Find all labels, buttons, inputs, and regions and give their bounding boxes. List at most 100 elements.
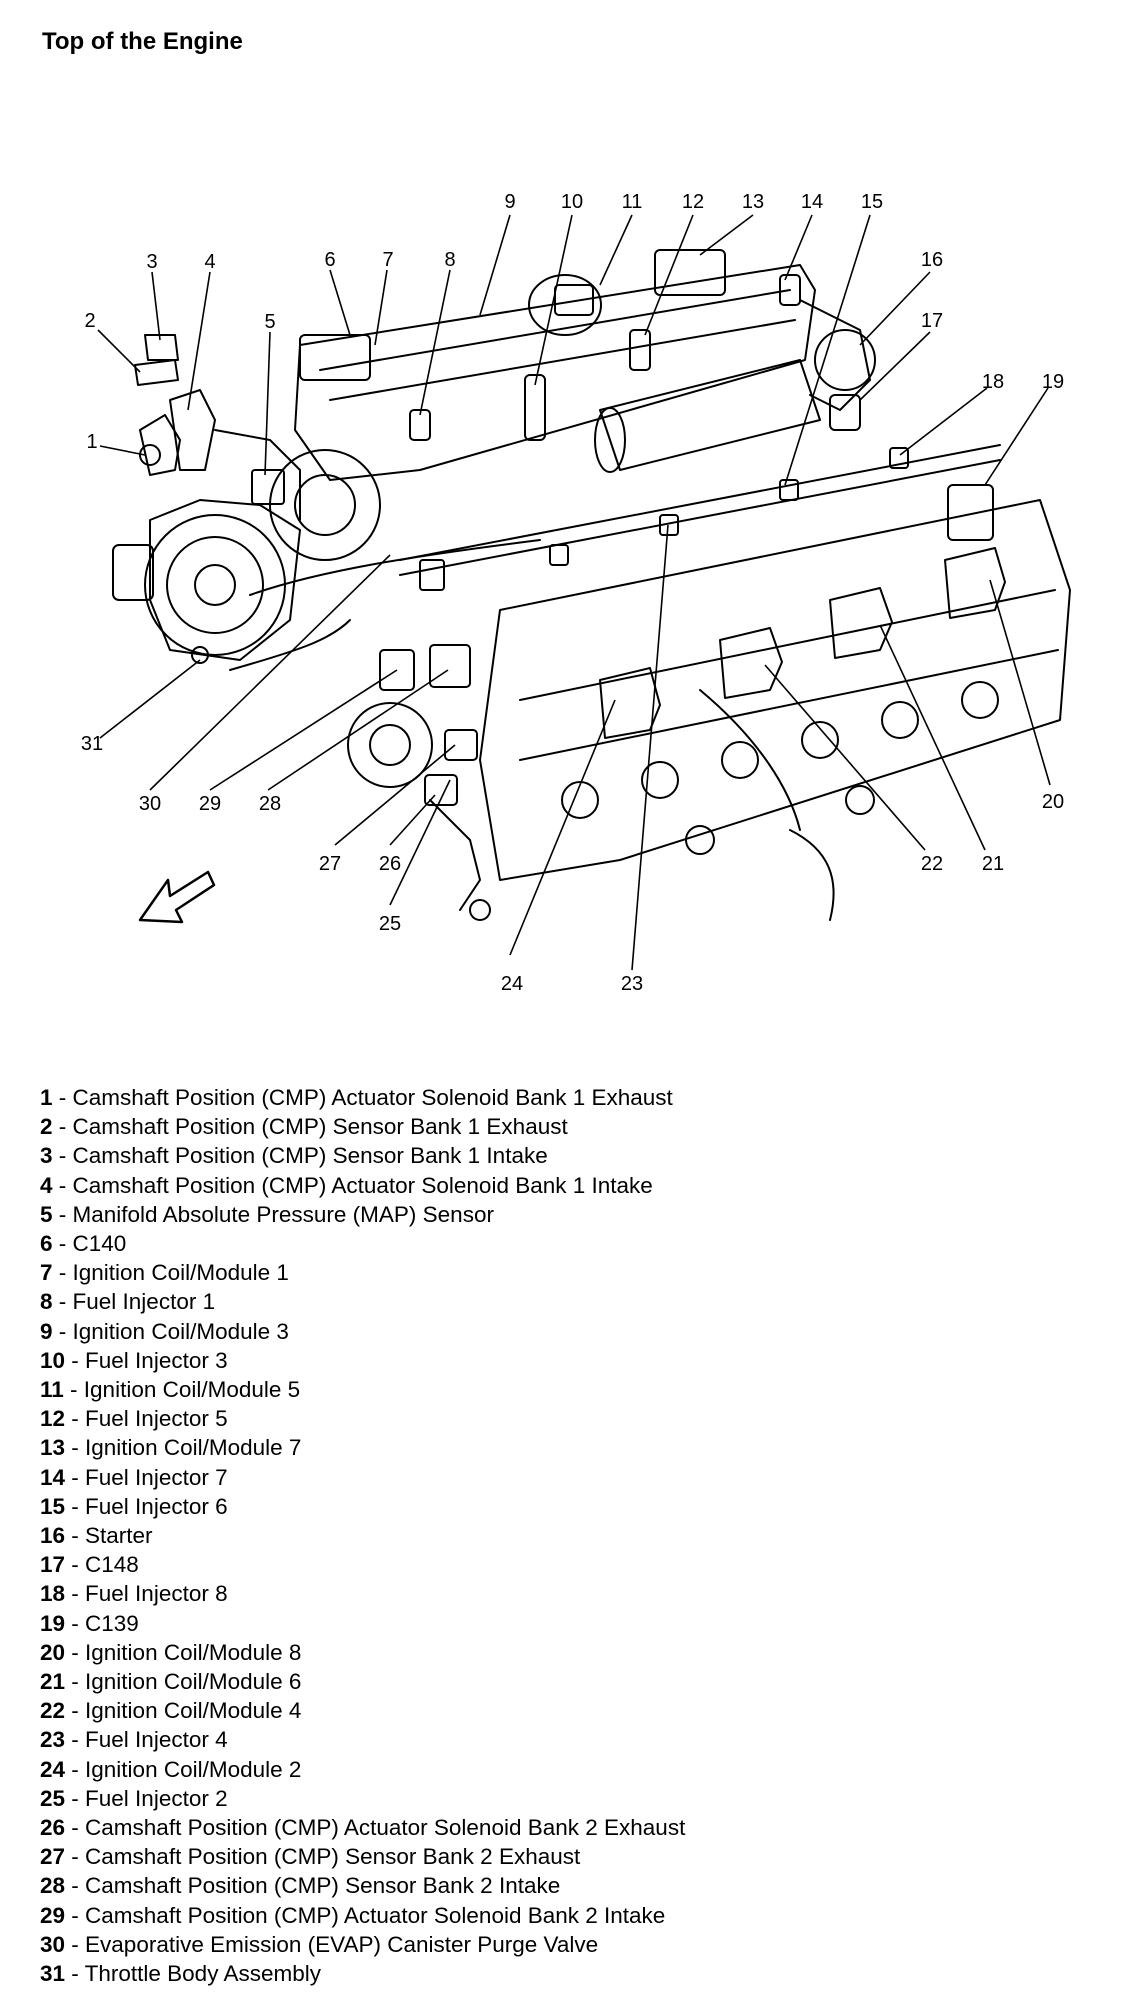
legend-number: 19 <box>40 1610 66 1636</box>
legend-label: C140 <box>72 1231 127 1257</box>
callout-6: 6 <box>324 249 335 271</box>
callout-28: 28 <box>259 793 281 815</box>
callout-5: 5 <box>264 311 275 333</box>
legend-number: 12 <box>40 1406 66 1432</box>
legend-number: 5 <box>40 1201 53 1227</box>
callout-7: 7 <box>382 249 393 271</box>
callout-29: 29 <box>199 793 221 815</box>
legend-item: 12 - Fuel Injector 5 <box>40 1406 228 1432</box>
legend-number: 29 <box>40 1902 66 1928</box>
callout-18: 18 <box>982 371 1004 393</box>
legend-number: 25 <box>40 1785 66 1811</box>
legend-number: 4 <box>40 1172 53 1198</box>
legend-label: Evaporative Emission (EVAP) Canister Pur… <box>85 1931 599 1957</box>
legend-label: Camshaft Position (CMP) Actuator Solenoi… <box>85 1902 666 1928</box>
callout-27: 27 <box>319 853 341 875</box>
legend-label: Fuel Injector 8 <box>85 1581 228 1607</box>
legend-label: Fuel Injector 5 <box>85 1406 228 1432</box>
legend-item: 3 - Camshaft Position (CMP) Sensor Bank … <box>40 1143 548 1169</box>
legend-number: 1 <box>40 1085 53 1110</box>
callout-2: 2 <box>84 310 95 332</box>
starter-drawing <box>594 299 876 473</box>
legend-item: 6 - C140 <box>40 1231 127 1257</box>
legend-number: 13 <box>40 1435 66 1461</box>
legend-label: Ignition Coil/Module 6 <box>85 1669 302 1695</box>
callout-23: 23 <box>621 973 643 995</box>
bank2-cylinder-head-drawing <box>479 499 1071 881</box>
legend-item: 11 - Ignition Coil/Module 5 <box>40 1377 301 1403</box>
legend-label: Ignition Coil/Module 8 <box>85 1639 302 1665</box>
legend-item: 15 - Fuel Injector 6 <box>40 1493 228 1519</box>
legend-label: Ignition Coil/Module 2 <box>85 1756 302 1782</box>
callout-31: 31 <box>81 733 103 755</box>
legend-item: 7 - Ignition Coil/Module 1 <box>40 1260 289 1286</box>
callout-9: 9 <box>504 191 515 213</box>
legend-item: 14 - Fuel Injector 7 <box>40 1464 228 1490</box>
callout-19: 19 <box>1042 371 1064 393</box>
front-direction-arrow <box>138 870 216 924</box>
legend-number: 18 <box>40 1581 66 1607</box>
legend-item: 10 - Fuel Injector 3 <box>40 1347 228 1373</box>
legend-number: 6 <box>40 1231 53 1257</box>
legend-label: Starter <box>85 1523 153 1549</box>
legend-number: 20 <box>40 1639 66 1665</box>
page-title: Top of the Engine <box>42 28 243 55</box>
legend-label: C148 <box>85 1552 139 1578</box>
callout-13: 13 <box>742 191 764 213</box>
legend-label: Ignition Coil/Module 3 <box>72 1318 289 1344</box>
legend-item: 27 - Camshaft Position (CMP) Sensor Bank… <box>40 1844 581 1870</box>
callout-17: 17 <box>921 310 943 332</box>
legend-label: C139 <box>85 1610 139 1636</box>
legend-label: Fuel Injector 2 <box>85 1785 228 1811</box>
legend-label: Manifold Absolute Pressure (MAP) Sensor <box>72 1201 494 1227</box>
callout-1: 1 <box>86 431 97 453</box>
callout-16: 16 <box>921 249 943 271</box>
legend-number: 30 <box>40 1931 66 1957</box>
callout-12: 12 <box>682 191 704 213</box>
legend-label: Camshaft Position (CMP) Sensor Bank 2 In… <box>85 1873 561 1899</box>
legend-label: Ignition Coil/Module 1 <box>72 1260 289 1286</box>
legend-label: Ignition Coil/Module 4 <box>85 1698 302 1724</box>
leader-lines <box>97 214 1051 971</box>
legend-number: 27 <box>40 1844 66 1870</box>
legend-number: 26 <box>40 1815 66 1841</box>
legend-item: 19 - C139 <box>40 1610 139 1636</box>
legend-item: 17 - C148 <box>40 1552 139 1578</box>
legend-label: Fuel Injector 4 <box>85 1727 228 1753</box>
legend-label: Ignition Coil/Module 5 <box>83 1377 301 1403</box>
legend-item: 20 - Ignition Coil/Module 8 <box>40 1639 302 1665</box>
wiring-harness-drawing <box>229 539 835 921</box>
engine-diagram: 1 2 3 4 5 6 7 8 9 10 11 12 13 14 15 16 1… <box>81 191 1071 995</box>
legend-number: 22 <box>40 1698 66 1724</box>
legend-item: 29 - Camshaft Position (CMP) Actuator So… <box>40 1902 666 1928</box>
legend-label: Camshaft Position (CMP) Sensor Bank 1 In… <box>72 1143 548 1169</box>
legend-item: 26 - Camshaft Position (CMP) Actuator So… <box>40 1815 686 1841</box>
legend-number: 23 <box>40 1727 66 1753</box>
callout-labels: 1 2 3 4 5 6 7 8 9 10 11 12 13 14 15 16 1… <box>81 191 1064 995</box>
callout-10: 10 <box>561 191 583 213</box>
legend-number: 10 <box>40 1347 66 1373</box>
legend-number: 16 <box>40 1523 66 1549</box>
legend-label: Fuel Injector 1 <box>72 1289 216 1315</box>
callout-8: 8 <box>444 249 455 271</box>
legend-number: 7 <box>40 1260 53 1286</box>
callout-30: 30 <box>139 793 161 815</box>
callout-22: 22 <box>921 853 943 875</box>
legend-item: 25 - Fuel Injector 2 <box>40 1785 228 1811</box>
throttle-body-drawing <box>112 334 301 664</box>
legend-label: Camshaft Position (CMP) Sensor Bank 2 Ex… <box>85 1844 581 1870</box>
legend-number: 14 <box>40 1464 66 1490</box>
legend-item: 4 - Camshaft Position (CMP) Actuator Sol… <box>40 1172 653 1198</box>
bank2-cam-actuator-drawing <box>347 644 491 921</box>
legend-item: 31 - Throttle Body Assembly <box>40 1961 321 1987</box>
legend-label: Ignition Coil/Module 7 <box>85 1435 302 1461</box>
callout-3: 3 <box>146 251 157 273</box>
legend-label: Camshaft Position (CMP) Sensor Bank 1 Ex… <box>72 1114 568 1140</box>
legend-number: 28 <box>40 1873 66 1899</box>
legend-item: 22 - Ignition Coil/Module 4 <box>40 1698 302 1724</box>
legend-item: 5 - Manifold Absolute Pressure (MAP) Sen… <box>40 1201 494 1227</box>
legend-number: 21 <box>40 1669 66 1695</box>
callout-4: 4 <box>204 251 215 273</box>
callout-14: 14 <box>801 191 823 213</box>
callout-24: 24 <box>501 973 523 995</box>
